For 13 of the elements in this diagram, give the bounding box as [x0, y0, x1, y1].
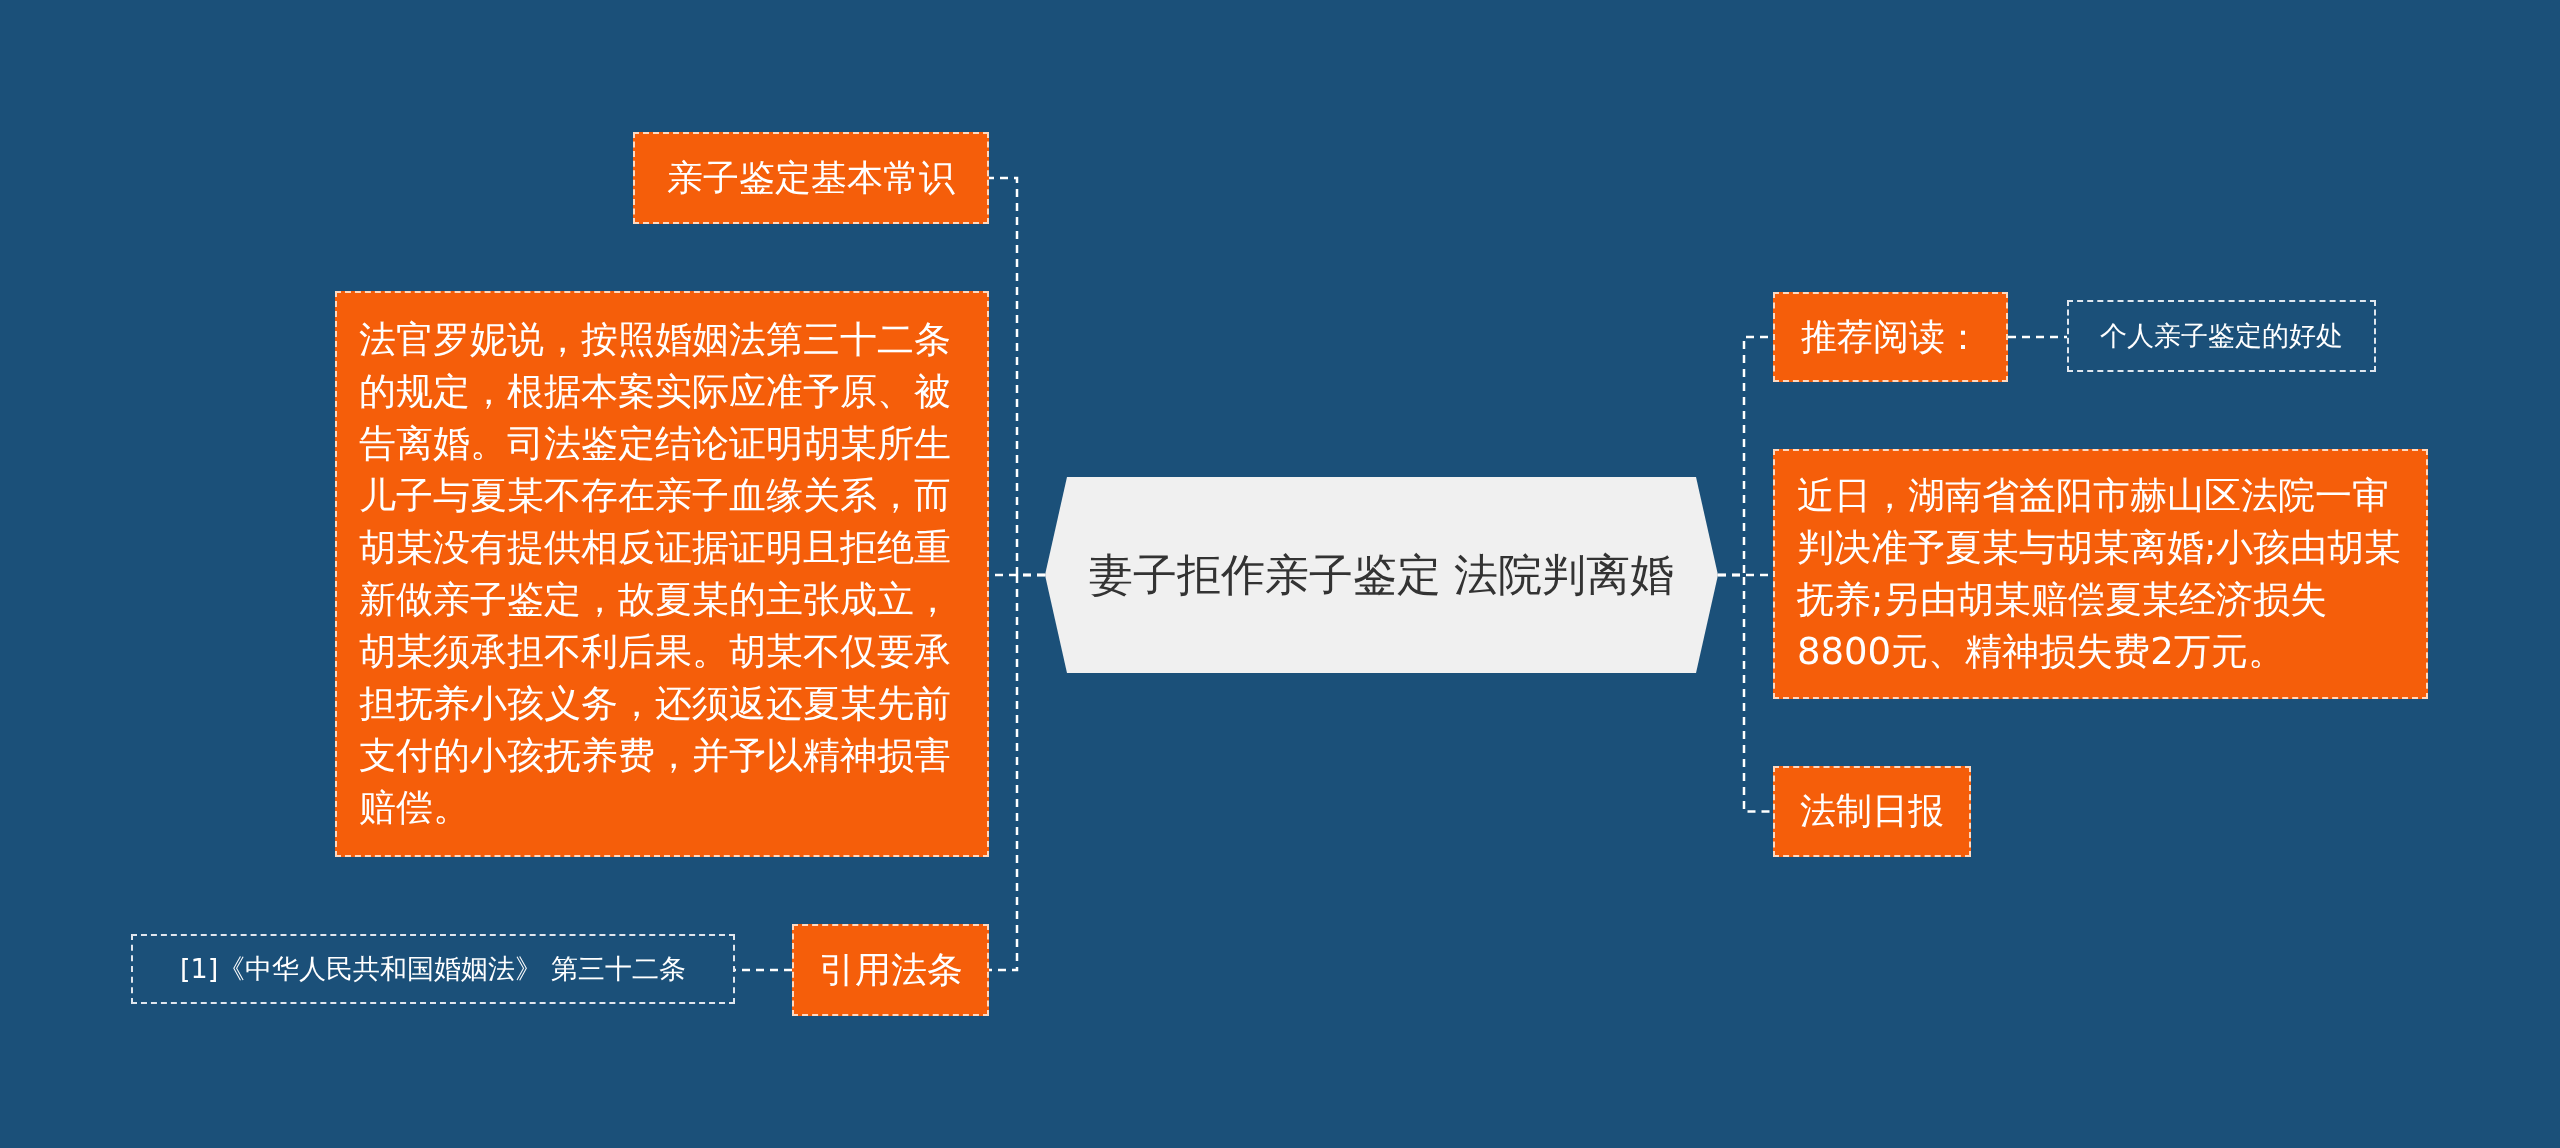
topic-box: 法制日报 [1773, 766, 1971, 857]
text-box: [1]《中华人民共和国婚姻法》 第三十二条 [131, 934, 735, 1004]
topic-box: 推荐阅读： [1773, 292, 2008, 382]
topic-box: 亲子鉴定基本常识 [633, 132, 989, 224]
connector-line [1718, 573, 1773, 813]
topic-box: 引用法条 [792, 924, 989, 1016]
connector-line [735, 968, 792, 972]
topic-box: 法官罗妮说，按照婚姻法第三十二条的规定，根据本案实际应准予原、被告离婚。司法鉴定结论证明胡某所生儿子与夏某不存在亲子血缘关系，而胡某没有提供相反证据证明且拒绝重新做亲子鉴定，故夏某的主张成立，胡某须承担不利后果。胡某不仅要承担抚养小孩义务，还须返还夏某先前支付的小孩抚养费，并予以精神损害赔偿。 [335, 291, 989, 857]
topic-hexagon: 妻子拒作亲子鉴定 法院判离婚 [1045, 477, 1718, 673]
connector-line [989, 573, 1045, 972]
topic-box: 近日，湖南省益阳市赫山区法院一审判决准予夏某与胡某离婚;小孩由胡某抚养;另由胡某赔偿夏某经济损失8800元、精神损失费2万元。 [1773, 449, 2428, 699]
connector-line [2008, 335, 2067, 339]
text-box: 个人亲子鉴定的好处 [2067, 300, 2376, 372]
